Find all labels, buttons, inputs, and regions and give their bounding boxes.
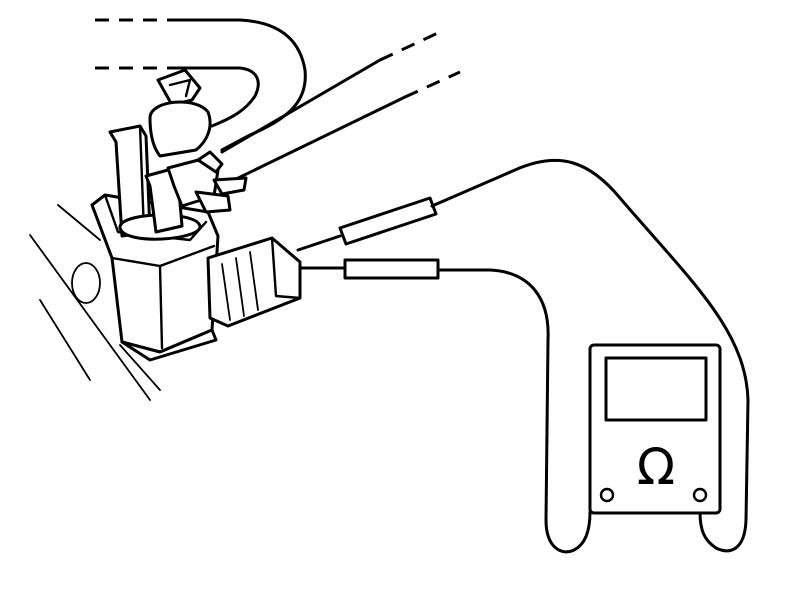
engine-surface-lines: [29, 204, 161, 401]
vacuum-hose-lower: [220, 30, 461, 184]
test-lead-lower: [298, 258, 592, 554]
test-lead-upper: [296, 158, 750, 553]
hose-clamp: [148, 68, 212, 158]
solenoid-valve: [90, 124, 302, 362]
meter-terminal-left: [599, 487, 615, 503]
ohm-symbol: Ω: [637, 438, 675, 496]
ohmmeter: Ω: [588, 343, 722, 515]
meter-display-screen: [604, 356, 708, 422]
meter-terminal-right: [692, 487, 708, 503]
